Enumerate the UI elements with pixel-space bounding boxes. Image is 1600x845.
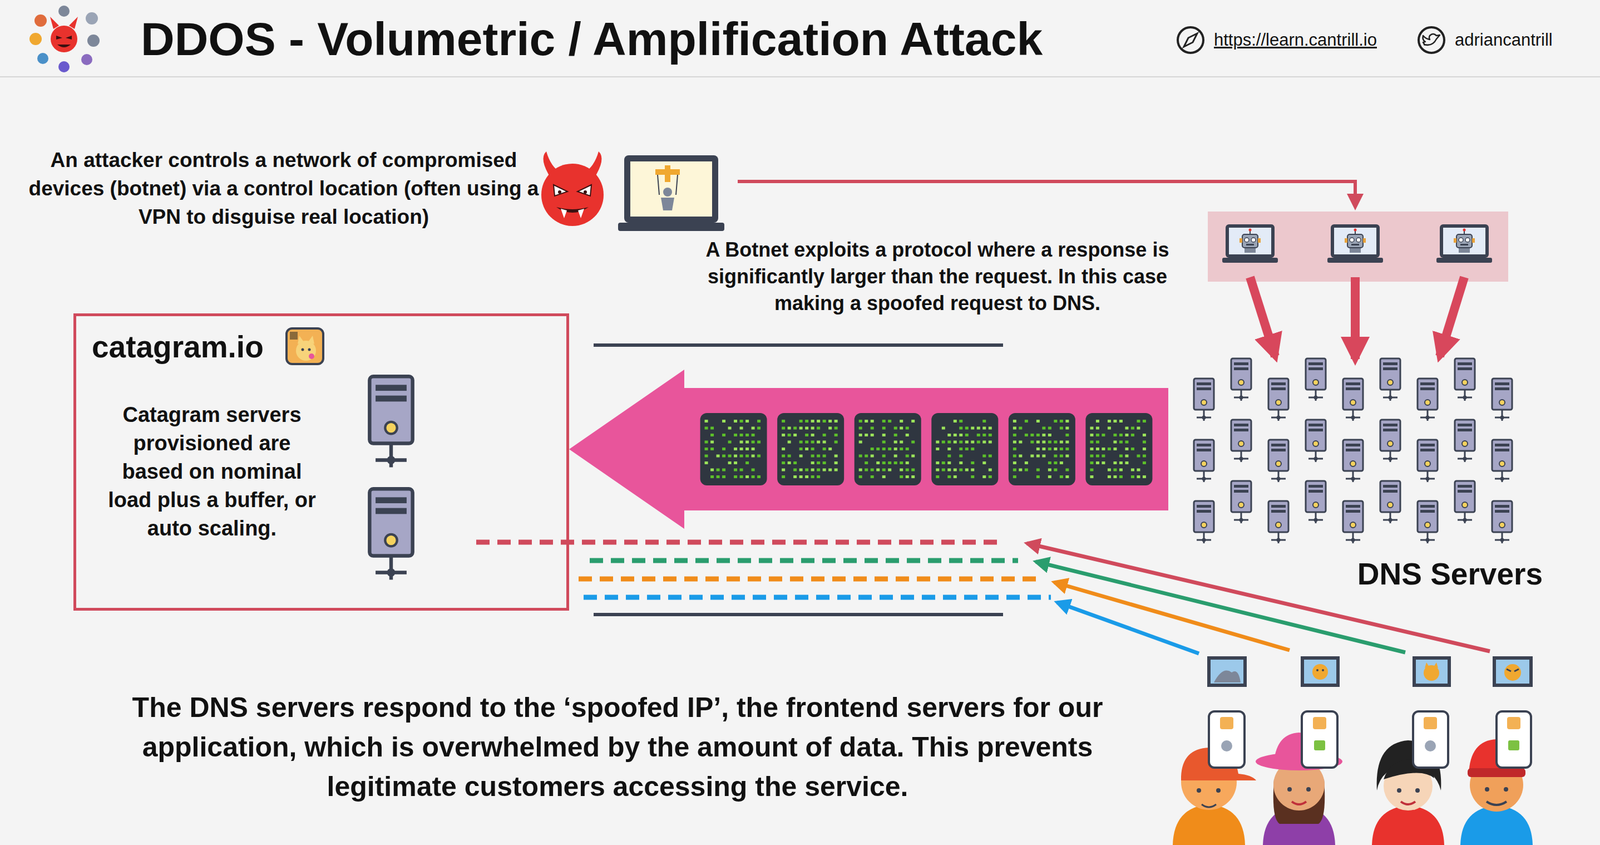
bot-request-arrow xyxy=(1350,277,1360,359)
group-label: DNS Servers xyxy=(1357,556,1543,592)
data-packet xyxy=(931,412,999,486)
blocked-request xyxy=(589,557,1019,564)
user-request-arrow xyxy=(1035,561,1406,653)
bot-request-arrow xyxy=(1250,277,1276,357)
control-arrow xyxy=(737,181,1356,207)
data-packet xyxy=(777,412,844,486)
phone xyxy=(1496,710,1532,768)
bot-laptop xyxy=(1327,224,1384,263)
data-packet xyxy=(700,412,768,486)
blocked-request xyxy=(583,594,1051,600)
phone xyxy=(1301,710,1338,768)
box-body: Catagram servers provisioned are based o… xyxy=(100,400,324,543)
twitter-icon xyxy=(1418,27,1445,53)
rule-line xyxy=(593,612,1004,616)
attacker-note: An attacker controls a network of compro… xyxy=(22,145,546,231)
bot-laptop xyxy=(1222,224,1278,263)
user-picture xyxy=(1412,655,1451,687)
link-text: https://learn.cantrill.io xyxy=(1213,28,1377,52)
catagram-icon xyxy=(286,328,324,364)
data-packet xyxy=(1085,412,1153,486)
flood-arrow-shape xyxy=(569,369,1169,529)
handle-text: adriancantrill xyxy=(1454,28,1553,52)
box-heading: catagram.io xyxy=(91,329,264,365)
devil-icon xyxy=(541,151,604,226)
botnet-band xyxy=(1207,211,1509,282)
data-packet xyxy=(1008,412,1076,486)
control-laptop xyxy=(618,155,725,231)
botnet-note: A Botnet exploits a protocol where a res… xyxy=(678,236,1197,317)
logo-cluster xyxy=(29,5,100,73)
user-picture xyxy=(1492,655,1533,687)
data-packet xyxy=(854,412,922,486)
dns-server-grid xyxy=(1193,358,1513,543)
caption-note: The DNS servers respond to the ‘spoofed … xyxy=(89,687,1147,807)
user-picture xyxy=(1207,655,1247,687)
app-box: catagram.ioCatagram servers provisioned … xyxy=(73,313,570,611)
frontend-server xyxy=(369,376,413,467)
compass-icon xyxy=(1177,27,1204,53)
bot-laptop xyxy=(1436,224,1493,263)
phone xyxy=(1413,710,1449,768)
user-request-arrow xyxy=(1054,581,1290,650)
bot-request-arrow xyxy=(1439,277,1465,357)
header-rule xyxy=(0,76,1600,78)
flood-arrow xyxy=(569,369,1169,529)
frontend-server xyxy=(369,488,413,580)
user-request-arrow xyxy=(1057,601,1199,654)
blocked-request xyxy=(578,576,1037,582)
blocked-request xyxy=(476,539,1000,545)
rule-line xyxy=(593,343,1004,347)
user-picture xyxy=(1300,655,1340,687)
phone xyxy=(1208,710,1245,768)
server-group: DNS Servers xyxy=(1168,356,1553,607)
title: DDOS - Volumetric / Amplification Attack xyxy=(140,12,1043,67)
